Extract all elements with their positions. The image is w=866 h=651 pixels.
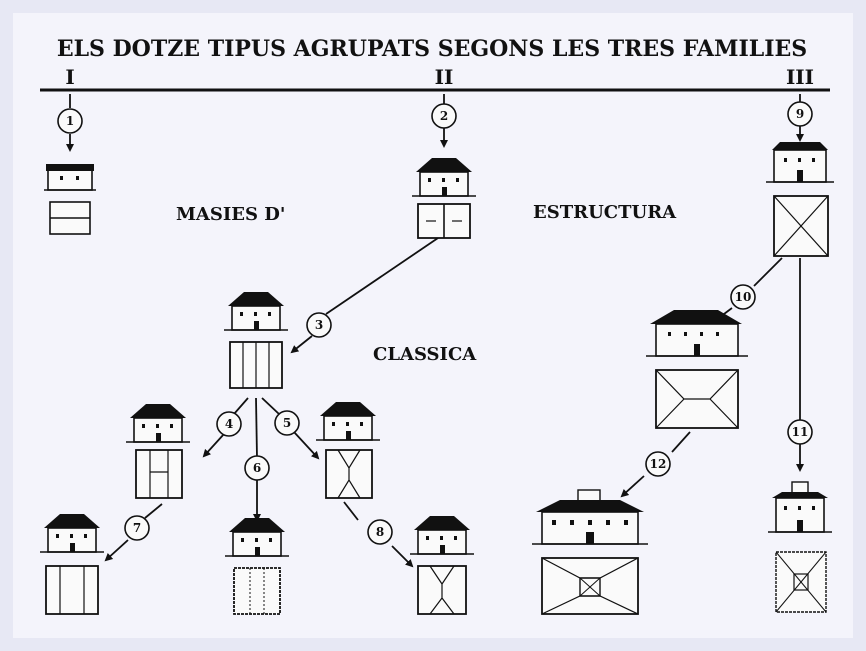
svg-text:4: 4 [225,417,233,431]
type-1-house [44,164,96,191]
svg-text:8: 8 [376,525,384,539]
type-number-10: 10 [730,284,756,310]
svg-text:3: 3 [315,318,323,332]
type-6-plan [233,567,281,615]
svg-text:1: 1 [66,114,74,128]
label-masies: MASIES D' [176,204,285,225]
type-9-plan [773,195,829,257]
svg-text:7: 7 [133,521,141,535]
svg-text:2: 2 [440,109,448,123]
type-number-7: 7 [124,515,150,541]
svg-text:6: 6 [253,461,261,475]
type-10-plan [655,369,739,429]
type-3-plan [229,341,283,389]
type-7-house [39,513,105,553]
family-label-1: I [65,65,74,89]
svg-text:11: 11 [792,425,809,439]
type-number-4: 4 [216,411,242,437]
type-12-house [532,489,648,545]
svg-text:5: 5 [283,416,291,430]
type-11-plan [775,551,827,613]
type-number-9: 9 [787,101,813,127]
type-3-house [223,291,289,331]
type-numbers: 1 2 3 4 5 6 7 8 9 10 11 12 [57,101,813,545]
svg-text:10: 10 [735,290,752,304]
type-number-1: 1 [57,108,83,134]
connectors [66,94,804,568]
type-11-house [768,481,832,533]
type-5-plan [325,449,373,499]
family-label-3: III [786,65,814,89]
type-8-plan [417,565,467,615]
type-8-house [409,515,475,555]
type-9-house [766,142,834,183]
type-2-plan [417,203,471,239]
type-number-11: 11 [787,419,813,445]
type-2-house [411,157,477,197]
type-number-2: 2 [431,103,457,129]
type-number-6: 6 [244,455,270,481]
type-number-12: 12 [645,451,671,477]
type-number-5: 5 [274,410,300,436]
svg-text:9: 9 [796,107,804,121]
label-classica: CLASSICA [373,344,477,365]
type-4-house [125,403,191,443]
diagram-title: ELS DOTZE TIPUS AGRUPATS SEGONS LES TRES… [57,36,807,62]
type-number-3: 3 [306,312,332,338]
type-1-plan [49,201,91,235]
type-12-plan [541,557,639,615]
type-10-house [646,310,748,357]
type-4-plan [135,449,183,499]
type-7-plan [45,565,99,615]
type-6-house [224,517,290,557]
family-label-2: II [435,65,454,89]
type-5-house [315,401,381,441]
type-number-8: 8 [367,519,393,545]
label-estructura: ESTRUCTURA [533,202,677,223]
svg-text:12: 12 [650,457,667,471]
